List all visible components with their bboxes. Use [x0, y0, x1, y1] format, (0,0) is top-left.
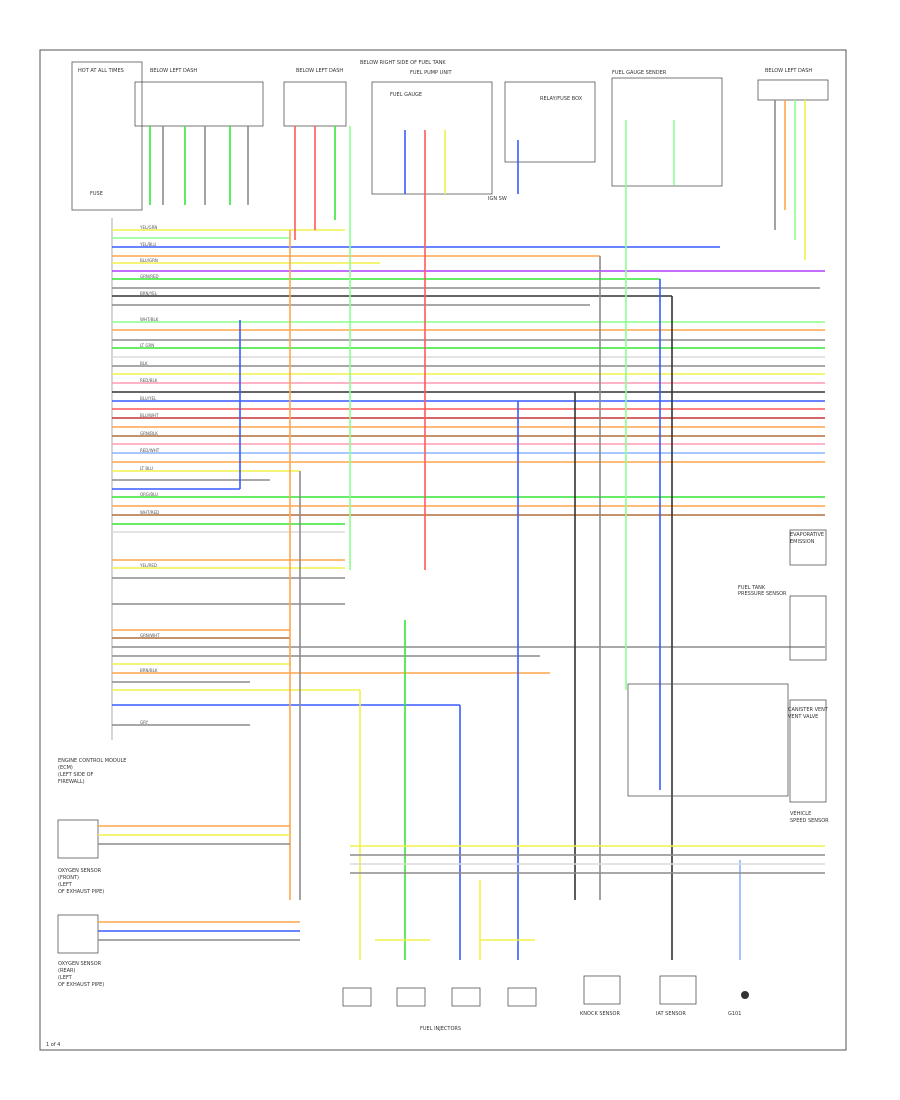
o2-front-label-3: (LEFT — [58, 882, 73, 888]
relay-box — [504, 81, 596, 163]
injector-3 — [451, 987, 481, 1007]
main-title-label: BELOW RIGHT SIDE OF FUEL TANK — [360, 60, 446, 66]
wire-label-12: GRN/BLK — [140, 431, 158, 436]
evap-label-1: EVAPORATIVE — [790, 532, 824, 538]
wire-label-17: YEL/RED — [139, 563, 157, 568]
injector-4 — [507, 987, 537, 1007]
ecm-label-4: FIREWALL) — [58, 779, 85, 785]
wire-label-19: BRN/BLK — [140, 668, 158, 673]
fuel-pump-unit-label: FUEL PUMP UNIT — [410, 70, 453, 76]
o2-front-label-4: OF EXHAUST PIPE) — [58, 889, 104, 895]
wire-label-3: BLU/GRN — [140, 258, 158, 263]
ground-symbol — [741, 991, 749, 999]
right-top-connector-box — [757, 79, 829, 101]
o2-front-label-2: (FRONT) — [58, 875, 79, 881]
top-left-component-box — [71, 61, 143, 211]
right-bottom-wires — [350, 845, 825, 874]
oxygen-sensor-front-box — [57, 819, 99, 859]
iat-sensor-label: IAT SENSOR — [656, 1011, 686, 1017]
evap-box — [789, 529, 827, 566]
fuel-injectors-label: FUEL INJECTORS — [420, 1026, 461, 1032]
ecm-label-3: (LEFT SIDE OF — [58, 772, 94, 778]
wire-label-6: WHT/BLK — [140, 317, 159, 322]
o2-rear-label-2: (REAR) — [58, 968, 75, 974]
wire-label-18: GRN/WHT — [140, 633, 160, 638]
o2-rear-label-4: OF EXHAUST PIPE) — [58, 982, 104, 988]
fuel-gauge-sender-label: FUEL GAUGE SENDER — [612, 70, 667, 76]
fuel-tank-pressure-label-2: PRESSURE SENSOR — [738, 591, 787, 597]
wire-label-15: ORG/BLU — [140, 492, 158, 497]
wire-label-11: BLU/WHT — [140, 413, 159, 418]
ecm-label-2: (ECM) — [58, 765, 73, 771]
wire-label-14: LT BLU — [140, 466, 153, 471]
o2-rear-label-1: OXYGEN SENSOR — [58, 961, 102, 967]
horizontal-wire-group — [112, 229, 825, 726]
wire-label-10: BLU/YEL — [140, 396, 157, 401]
wire-label-20: GRY — [140, 720, 149, 725]
gauge-box — [611, 77, 723, 187]
o2-front-label-1: OXYGEN SENSOR — [58, 868, 102, 874]
injector-1 — [342, 987, 372, 1007]
diagram-frame — [39, 49, 847, 1051]
wire-label-2: YEL/BLU — [139, 242, 156, 247]
page-number-label: 1 of 4 — [46, 1042, 60, 1048]
ign-switch-label: IGN SW — [488, 196, 507, 202]
wire-label-5: BRN/YEL — [140, 291, 158, 296]
knock-sensor-box — [583, 975, 621, 1005]
vertical-wire-group — [149, 100, 806, 960]
switch-box-2 — [283, 81, 347, 127]
fuel-tank-pressure-label-1: FUEL TANK — [738, 585, 766, 591]
fuel-gauge-label: FUEL GAUGE — [390, 92, 422, 98]
vent-valve-label: VENT VALVE — [788, 714, 818, 720]
wire-label-4: GRN/RED — [140, 274, 159, 279]
o2-rear-label-3: (LEFT — [58, 975, 73, 981]
canister-vent-label: CANISTER VENT — [788, 707, 829, 713]
oxygen-sensor-rear-box — [57, 914, 99, 954]
relay-fuse-label: RELAY/FUSE BOX — [540, 96, 583, 102]
wire-label-9: RED/BLK — [140, 378, 158, 383]
speed-sensor-label-2: SPEED SENSOR — [790, 818, 829, 824]
vent-valve-box — [789, 699, 827, 803]
wire-label-16: WHT/RED — [140, 510, 159, 515]
injector-2 — [396, 987, 426, 1007]
wire-label-1: YEL/GRN — [139, 225, 157, 230]
oxygen-sensor-wires — [98, 825, 300, 941]
ecm-label-1: ENGINE CONTROL MODULE — [58, 758, 126, 764]
hot-at-all-times-label: HOT AT ALL TIMES — [78, 68, 124, 74]
knock-sensor-label: KNOCK SENSOR — [580, 1011, 620, 1017]
below-left-dash-2-label: BELOW LEFT DASH — [296, 68, 343, 74]
speed-sensor-box — [627, 683, 789, 797]
ground-label: G101 — [728, 1011, 741, 1017]
speed-sensor-label-1: VEHICLE — [790, 811, 811, 817]
evap-label-2: EMISSION — [790, 539, 815, 545]
wire-label-8: BLK — [140, 361, 148, 366]
wire-label-13: RED/WHT — [140, 448, 160, 453]
switch-box-1 — [134, 81, 264, 127]
below-left-dash-1-label: BELOW LEFT DASH — [150, 68, 197, 74]
below-left-dash-3-label: BELOW LEFT DASH — [765, 68, 812, 74]
wire-label-7: LT GRN — [140, 343, 154, 348]
fuse-label: FUSE — [90, 191, 103, 197]
fuel-injector-group — [342, 939, 537, 1007]
fuel-tank-pressure-box — [789, 595, 827, 661]
fuel-pump-unit-box — [371, 81, 493, 195]
iat-sensor-box — [659, 975, 697, 1005]
